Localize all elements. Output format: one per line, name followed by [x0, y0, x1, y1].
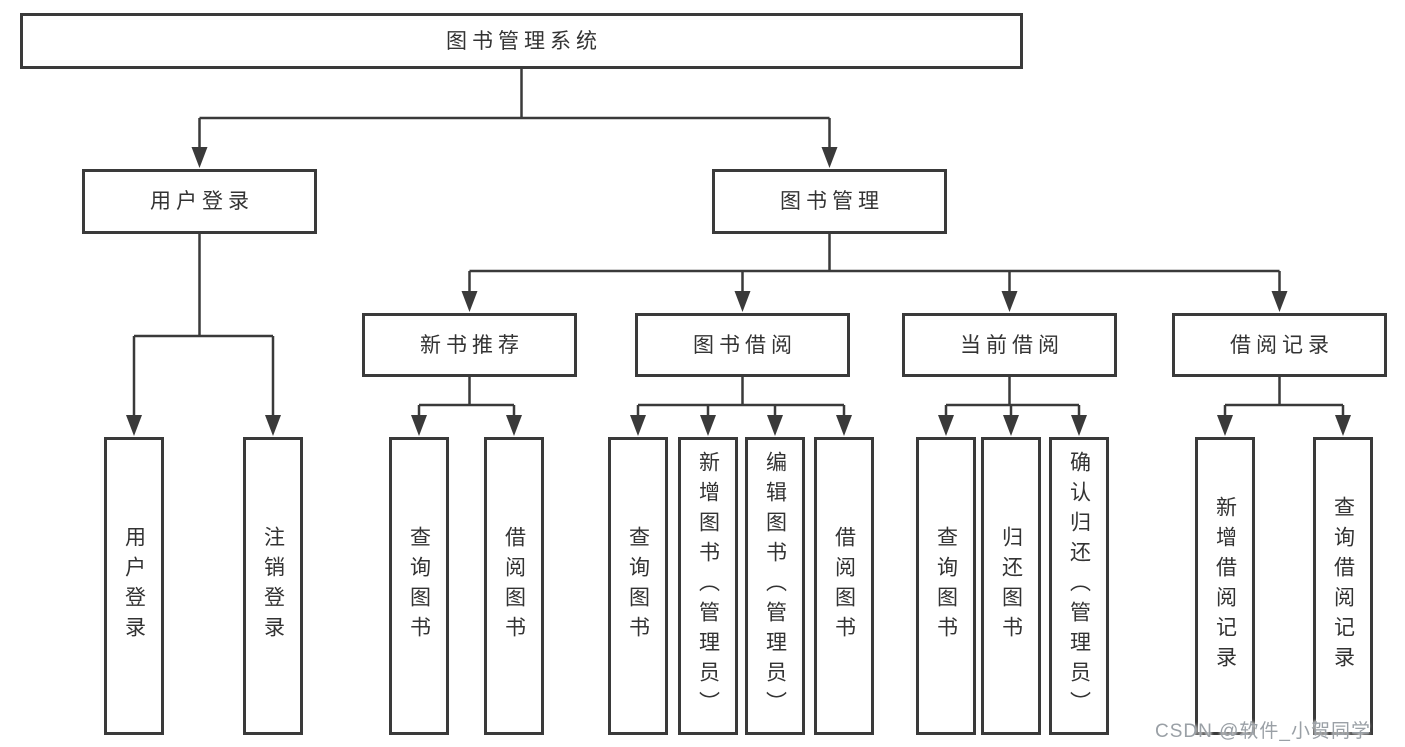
leaf-edit-book-admin: 编辑图书（管理员）	[745, 437, 805, 735]
leaf-query-borrow-record: 查询借阅记录	[1313, 437, 1373, 735]
leaf-add-borrow-record-label: 新增借阅记录	[1213, 496, 1237, 676]
node-book-management-label: 图书管理	[780, 190, 884, 213]
arrowheads	[126, 147, 1351, 436]
leaf-return-book-label: 归还图书	[999, 526, 1023, 646]
leaf-borrow-books-recommend: 借阅图书	[484, 437, 544, 735]
node-borrowing-records: 借阅记录	[1172, 313, 1387, 377]
leaf-logout-label: 注销登录	[261, 526, 285, 646]
leaf-add-book-admin-label: 新增图书（管理员）	[696, 451, 720, 721]
leaf-confirm-return-admin-label: 确认归还（管理员）	[1067, 451, 1091, 721]
connector-line-path	[132, 69, 1345, 418]
leaf-query-books-current-label: 查询图书	[934, 526, 958, 646]
leaf-edit-book-admin-label: 编辑图书（管理员）	[763, 451, 787, 721]
leaf-confirm-return-admin: 确认归还（管理员）	[1049, 437, 1109, 735]
leaf-query-borrow-record-label: 查询借阅记录	[1331, 496, 1355, 676]
leaf-query-books-borrowing-label: 查询图书	[626, 526, 650, 646]
node-current-borrowing-label: 当前借阅	[960, 333, 1064, 357]
leaf-add-borrow-record: 新增借阅记录	[1195, 437, 1255, 735]
node-borrowing-records-label: 借阅记录	[1230, 333, 1334, 357]
leaf-query-books-current: 查询图书	[916, 437, 976, 735]
leaf-user-login: 用户登录	[104, 437, 164, 735]
watermark: CSDN @软件_小贺同学	[1155, 721, 1371, 742]
leaf-borrow-books-borrowing: 借阅图书	[814, 437, 874, 735]
node-library-system: 图书管理系统	[20, 13, 1023, 69]
node-current-borrowing: 当前借阅	[902, 313, 1117, 377]
node-new-book-recommend: 新书推荐	[362, 313, 577, 377]
node-book-borrowing: 图书借阅	[635, 313, 850, 377]
leaf-borrow-books-recommend-label: 借阅图书	[502, 526, 526, 646]
node-book-borrowing-label: 图书借阅	[693, 333, 797, 357]
node-library-system-label: 图书管理系统	[446, 29, 602, 53]
leaf-query-books-recommend: 查询图书	[389, 437, 449, 735]
node-user-login: 用户登录	[82, 169, 317, 234]
leaf-query-books-borrowing: 查询图书	[608, 437, 668, 735]
node-new-book-recommend-label: 新书推荐	[420, 333, 524, 357]
leaf-add-book-admin: 新增图书（管理员）	[678, 437, 738, 735]
leaf-query-books-recommend-label: 查询图书	[407, 526, 431, 646]
leaf-return-book: 归还图书	[981, 437, 1041, 735]
leaf-user-login-label: 用户登录	[122, 526, 146, 646]
node-user-login-label: 用户登录	[150, 190, 254, 213]
leaf-logout: 注销登录	[243, 437, 303, 735]
leaf-borrow-books-borrowing-label: 借阅图书	[832, 526, 856, 646]
node-book-management: 图书管理	[712, 169, 947, 234]
